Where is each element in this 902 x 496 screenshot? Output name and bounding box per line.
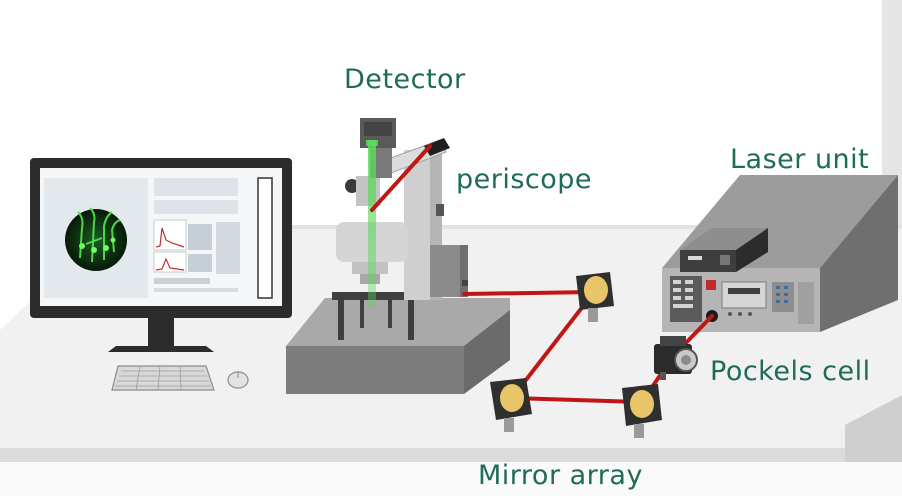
microscope-icon bbox=[286, 118, 510, 394]
table-right-side bbox=[845, 395, 902, 462]
laser-unit-label: Laser unit bbox=[730, 144, 870, 175]
laser-unit-icon bbox=[662, 175, 898, 332]
mouse-icon bbox=[227, 371, 249, 389]
pockels-cell-label: Pockels cell bbox=[710, 356, 871, 387]
trace-plot-2 bbox=[155, 257, 185, 271]
mirror-array-label: Mirror array bbox=[478, 460, 643, 491]
mirror-mount-icon bbox=[490, 272, 662, 438]
detector-label: Detector bbox=[344, 64, 466, 95]
pockels-cell-icon bbox=[654, 336, 698, 380]
periscope-label: periscope bbox=[456, 164, 593, 195]
monitor-icon bbox=[30, 158, 292, 352]
table-front-edge bbox=[0, 448, 902, 462]
trace-plot-1 bbox=[155, 227, 185, 248]
keyboard-icon bbox=[111, 365, 215, 391]
floor-strip bbox=[0, 462, 902, 496]
